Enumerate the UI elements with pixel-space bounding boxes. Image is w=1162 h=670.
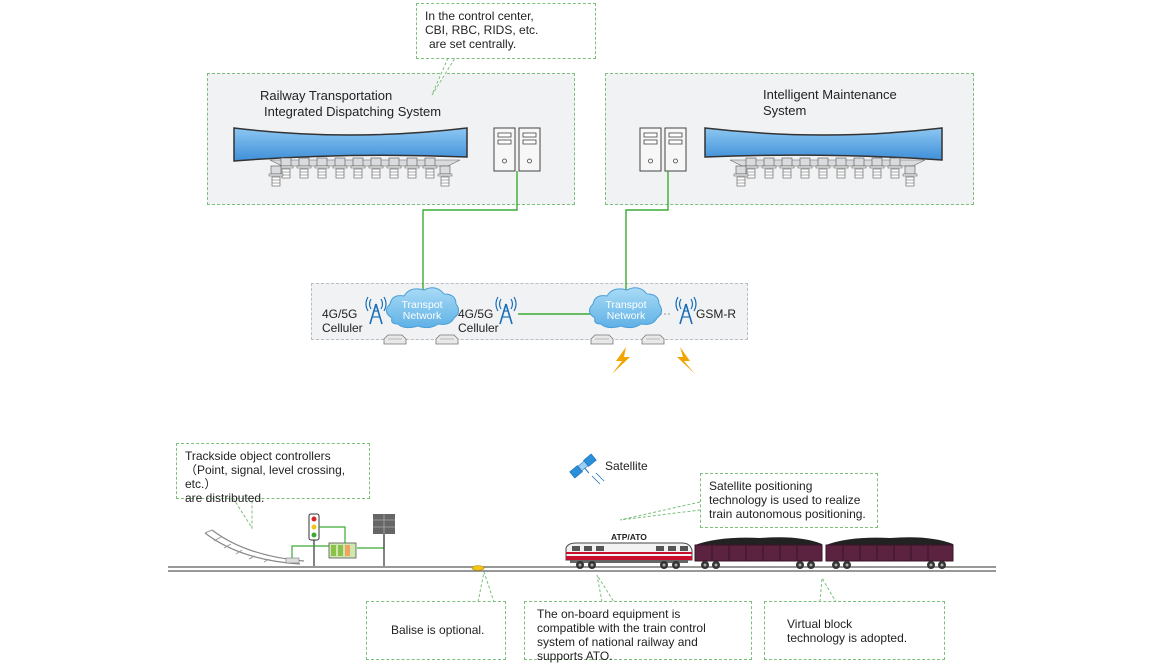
- cloud-right-line1: Transpot: [605, 299, 647, 311]
- virtual-block-callout: Virtual block technology is adopted.: [764, 601, 945, 660]
- balise-note: Balise is optional.: [391, 623, 485, 637]
- gsmr-antenna-icon: [675, 296, 697, 325]
- cloud-left-line2: Network: [402, 310, 442, 322]
- wireless-signal-icon-2: [677, 347, 695, 374]
- control-center-callout: In the control center, CBI, RBC, RIDS, e…: [416, 3, 596, 59]
- maintenance-curved-screen: [704, 127, 943, 161]
- satellite-icon: [569, 453, 597, 479]
- satellite-note-line1: Satellite positioning: [709, 479, 813, 493]
- trackside-callout-tail: [232, 497, 253, 530]
- onboard-note-line4: supports ATO.: [537, 649, 613, 663]
- satellite-callout-tail: [619, 501, 701, 521]
- cellular-mid-label: 4G/5G Celluler: [458, 307, 499, 335]
- network-panel: [311, 283, 748, 340]
- dispatch-servers-icon: [493, 127, 541, 172]
- dispatch-system-title: Railway Transportation Integrated Dispat…: [260, 88, 441, 120]
- cellular-antenna-icon-mid: [495, 296, 517, 325]
- maintenance-uplink: [625, 171, 669, 296]
- onboard-note-line3: system of national railway and: [537, 635, 698, 649]
- transport-network-cloud-right: [589, 287, 663, 329]
- balise-icon: [471, 565, 485, 571]
- transport-network-left-label: Transpot Network: [387, 300, 457, 322]
- satellite-note-line3: train autonomous positioning.: [709, 507, 866, 521]
- trackside-note-line1: Trackside object controllers: [185, 449, 331, 463]
- transport-network-right-label: Transpot Network: [591, 300, 661, 322]
- atp-ato-label: ATP/ATO: [611, 532, 647, 542]
- trackside-note-line2: （Point, signal, level crossing, etc.）: [185, 463, 346, 491]
- cloud-left-line1: Transpot: [401, 299, 443, 311]
- point-machine-icon: [285, 557, 300, 564]
- wireless-signal-icon-1: [612, 347, 630, 374]
- trackside-callout: Trackside object controllers （Point, sig…: [176, 443, 370, 505]
- gsmr-label: GSM-R: [696, 307, 736, 321]
- dispatch-system-title-line1: Railway Transportation: [260, 88, 393, 103]
- train-locomotive-icon: [565, 542, 693, 569]
- maintenance-servers-icon: [639, 127, 687, 172]
- cellular-antenna-icon-left: [365, 296, 387, 325]
- maintenance-system-title-line2: System: [763, 103, 807, 118]
- transport-network-cloud-left: [386, 287, 460, 329]
- freight-wagon-icon-1: [694, 537, 823, 569]
- cellular-left-line2: Celluler: [322, 321, 363, 335]
- freight-wagon-icon-2: [825, 537, 954, 569]
- dispatch-system-title-line2: Integrated Dispatching System: [264, 104, 442, 119]
- control-center-note-line1: In the control center,: [425, 9, 534, 23]
- onboard-callout-tail: [596, 574, 615, 603]
- cellular-left-label: 4G/5G Celluler: [322, 307, 363, 335]
- control-center-callout-tail: [431, 57, 456, 96]
- cellular-mid-line1: 4G/5G: [458, 307, 494, 321]
- dispatch-curved-screen: [233, 127, 468, 162]
- satellite-label: Satellite: [605, 459, 648, 473]
- virtual-block-callout-tail: [819, 576, 837, 603]
- balise-callout: Balise is optional.: [366, 601, 506, 660]
- cloud-right-line2: Network: [606, 310, 646, 322]
- satellite-note-line2: technology is used to realize: [709, 493, 861, 507]
- level-crossing-icon: [373, 514, 395, 566]
- virtual-block-note-line1: Virtual block: [787, 617, 853, 631]
- cellular-mid-line2: Celluler: [458, 321, 499, 335]
- satellite-positioning-callout: Satellite positioning technology is used…: [700, 473, 878, 528]
- control-center-note-line2: CBI, RBC, RIDS, etc.: [425, 23, 539, 37]
- control-center-note-line3: are set centrally.: [429, 37, 517, 51]
- onboard-equipment-callout: The on-board equipment is compatible wit…: [524, 601, 752, 663]
- onboard-note-line2: compatible with the train control: [537, 621, 706, 635]
- object-controller-icon: [328, 542, 357, 559]
- dispatch-uplink: [422, 171, 518, 296]
- virtual-block-note-line2: technology is adopted.: [787, 631, 908, 645]
- maintenance-system-title-line1: Intelligent Maintenance: [763, 87, 897, 102]
- base-station-icons: [383, 334, 665, 345]
- trackside-note-line3: are distributed.: [185, 491, 265, 505]
- cellular-left-line1: 4G/5G: [322, 307, 358, 321]
- maintenance-system-title: Intelligent Maintenance System: [763, 87, 897, 119]
- signal-icon: [308, 513, 320, 566]
- onboard-note-line1: The on-board equipment is: [537, 607, 681, 621]
- balise-callout-tail: [477, 570, 495, 603]
